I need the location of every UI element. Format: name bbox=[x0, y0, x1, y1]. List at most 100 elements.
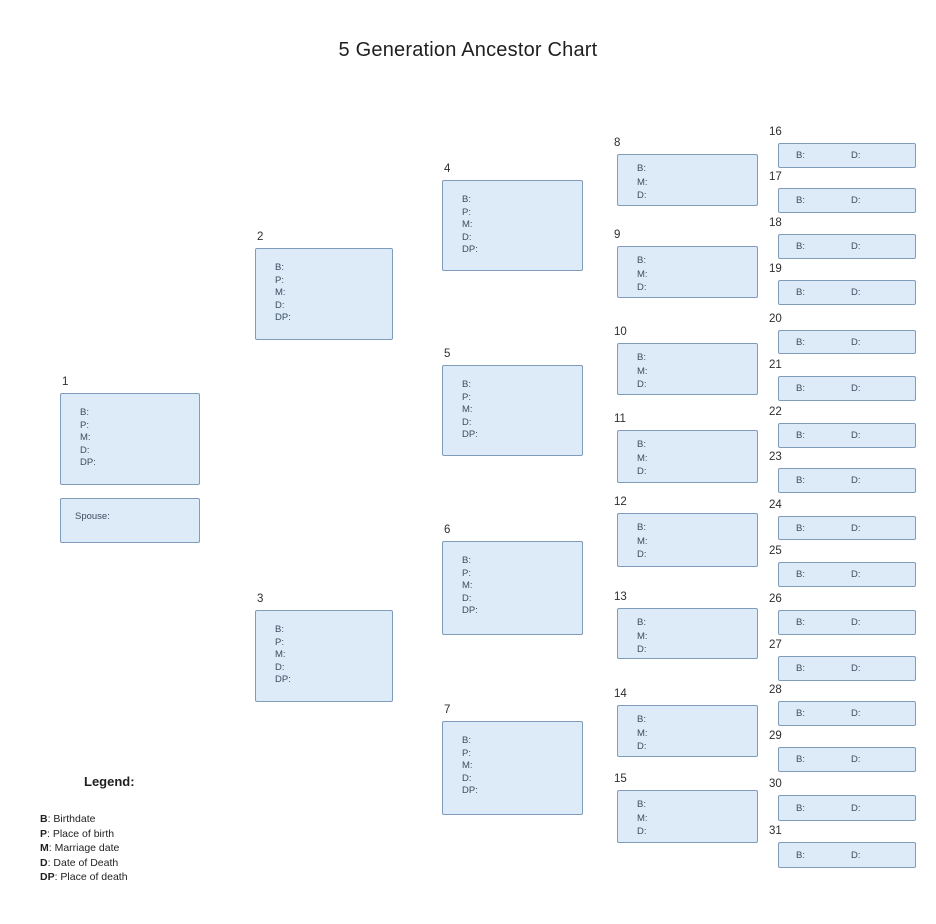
person-box-12[interactable]: B: M: D: bbox=[617, 513, 758, 567]
field-label-b: B: bbox=[275, 624, 284, 635]
field-label-b: B: bbox=[462, 194, 471, 205]
field-label-d: D: bbox=[637, 466, 647, 477]
field-label-dp: DP: bbox=[275, 312, 291, 324]
field-label-b: B: bbox=[462, 555, 471, 566]
field-label-d: D: bbox=[637, 549, 647, 560]
person-box-28[interactable]: B:D: bbox=[778, 701, 916, 726]
field-label-d: D: bbox=[850, 195, 861, 206]
field-label-b: B: bbox=[796, 195, 805, 206]
field-label-d: D: bbox=[850, 522, 861, 534]
field-label-d: D: bbox=[462, 231, 472, 243]
field-label-m: M: bbox=[637, 535, 648, 547]
person-box-3[interactable]: B:P:M:D:DP: bbox=[255, 610, 393, 702]
person-box-30[interactable]: B:D: bbox=[778, 795, 916, 821]
field-label-p: P: bbox=[275, 274, 284, 286]
person-box-1[interactable]: B:P:M:D:DP: bbox=[60, 393, 200, 485]
box-number-1: 1 bbox=[62, 376, 69, 388]
box-number-25: 25 bbox=[769, 545, 782, 557]
person-box-7[interactable]: B:P:M:D:DP: bbox=[442, 721, 583, 815]
person-box-18[interactable]: B:D: bbox=[778, 234, 916, 259]
person-box-4[interactable]: B:P:M:D:DP: bbox=[442, 180, 583, 271]
box-number-21: 21 bbox=[769, 359, 782, 371]
field-label-m: M: bbox=[275, 649, 286, 661]
field-label-m: M: bbox=[637, 268, 648, 280]
field-label-b: B: bbox=[796, 754, 805, 765]
person-box-20[interactable]: B:D: bbox=[778, 330, 916, 354]
person-box-8[interactable]: B:M:D: bbox=[617, 154, 758, 206]
field-label-m: M: bbox=[637, 365, 648, 377]
person-box-10[interactable]: B:M:D: bbox=[617, 343, 758, 395]
person-box-27[interactable]: B:D: bbox=[778, 656, 916, 681]
page-title: 5 Generation Ancestor Chart bbox=[338, 39, 598, 61]
box-number-10: 10 bbox=[614, 326, 627, 338]
field-label-dp: DP: bbox=[275, 674, 291, 686]
box-number-12: 12 bbox=[614, 496, 627, 508]
person-box-13[interactable]: B:M:D: bbox=[617, 608, 758, 659]
box-number-7: 7 bbox=[444, 704, 451, 716]
legend-item-m: M: Marriage date bbox=[40, 842, 120, 855]
person-box-11[interactable]: B:M:D: bbox=[617, 430, 758, 483]
box-number-14: 14 bbox=[614, 688, 627, 700]
field-label-d: D: bbox=[850, 569, 861, 580]
person-box-16[interactable]: B:D: bbox=[778, 143, 916, 168]
field-label-b: B: bbox=[462, 379, 471, 390]
field-label-dp: DP: bbox=[80, 457, 96, 469]
box-number-29: 29 bbox=[769, 730, 782, 742]
box-number-27: 27 bbox=[769, 639, 782, 651]
field-label-d: D: bbox=[850, 475, 861, 486]
field-label-d: D: bbox=[462, 772, 472, 784]
person-box-9[interactable]: B:M:D: bbox=[617, 246, 758, 298]
field-label-d: D: bbox=[850, 754, 861, 765]
field-label-b: B: bbox=[796, 617, 805, 628]
person-box-21[interactable]: B:D: bbox=[778, 376, 916, 401]
field-label-b: B: bbox=[462, 735, 471, 746]
person-box-26[interactable]: B:D: bbox=[778, 610, 916, 635]
box-number-26: 26 bbox=[769, 593, 782, 605]
person-box-29[interactable]: B: D: bbox=[778, 747, 916, 772]
field-label-b: B: bbox=[637, 617, 646, 628]
field-label-b: B: bbox=[637, 163, 646, 174]
field-label-d: D: bbox=[80, 444, 90, 456]
box-number-24: 24 bbox=[769, 499, 782, 511]
field-label-m: M: bbox=[462, 760, 473, 772]
field-label-d: D: bbox=[637, 826, 647, 837]
field-label-p: P: bbox=[462, 391, 471, 403]
field-label-b: B: bbox=[796, 287, 805, 298]
box-number-31: 31 bbox=[769, 825, 782, 837]
field-label-b: B: bbox=[637, 522, 646, 533]
field-label-d: D: bbox=[850, 241, 861, 252]
person-box-14[interactable]: B:M:D: bbox=[617, 705, 758, 757]
field-label-d: D: bbox=[462, 592, 472, 604]
field-label-p: P: bbox=[462, 747, 471, 759]
person-box-31[interactable]: B:D: bbox=[778, 842, 916, 868]
field-label-m: M: bbox=[462, 219, 473, 231]
legend-heading: Legend: bbox=[84, 774, 135, 789]
field-label-b: B: bbox=[796, 849, 805, 861]
person-box-5[interactable]: B:P:M:D:DP: bbox=[442, 365, 583, 456]
field-label-dp: DP: bbox=[462, 785, 478, 797]
legend-key: DP bbox=[40, 871, 55, 884]
person-box-23[interactable]: B:D: bbox=[778, 468, 916, 493]
field-label-dp: DP: bbox=[462, 244, 478, 256]
person-box-2[interactable]: B:P:M:D:DP: bbox=[255, 248, 393, 340]
spouse-box[interactable]: Spouse: bbox=[60, 498, 200, 543]
field-label-b: B: bbox=[796, 383, 805, 394]
box-number-16: 16 bbox=[769, 126, 782, 138]
field-label-b: B: bbox=[637, 352, 646, 363]
person-box-17[interactable]: B: D: bbox=[778, 188, 916, 213]
field-label-d: D: bbox=[637, 190, 647, 201]
person-box-15[interactable]: B:M:D: bbox=[617, 790, 758, 843]
person-box-22[interactable]: B:D: bbox=[778, 423, 916, 448]
field-label-d: D: bbox=[637, 644, 647, 655]
field-label-d: D: bbox=[850, 150, 861, 161]
legend-item-b: B: Birthdate bbox=[40, 813, 96, 825]
person-box-6[interactable]: B:P:M:D:DP: bbox=[442, 541, 583, 635]
field-label-d: D: bbox=[275, 299, 285, 311]
person-box-19[interactable]: B:D: bbox=[778, 280, 916, 305]
person-box-24[interactable]: B:D: bbox=[778, 516, 916, 540]
person-box-25[interactable]: B:D: bbox=[778, 562, 916, 587]
legend-key: B bbox=[40, 813, 48, 825]
field-label-dp: DP: bbox=[462, 429, 478, 441]
